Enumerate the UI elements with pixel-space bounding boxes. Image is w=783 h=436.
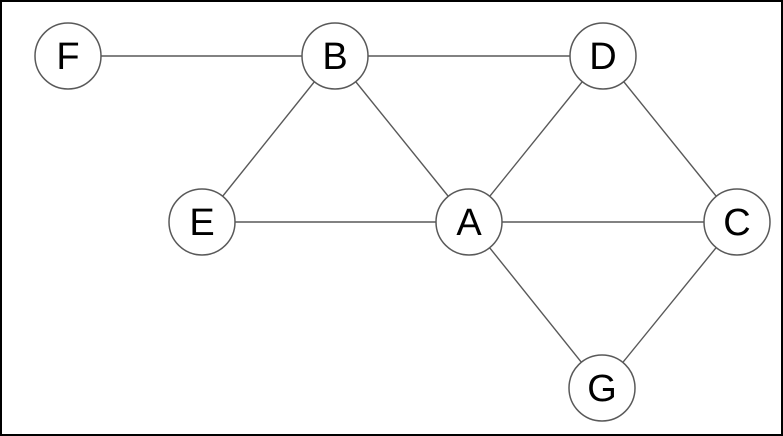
edge-D-A [468, 55, 604, 223]
edge-B-E [201, 55, 336, 223]
graph-node-B: B [301, 22, 369, 90]
graph-node-D: D [569, 22, 637, 90]
edge-D-C [602, 55, 738, 223]
edge-B-A [334, 55, 470, 223]
edge-C-G [601, 221, 738, 389]
node-circle-C [703, 188, 771, 256]
graph-node-A: A [435, 188, 503, 256]
graph-node-C: C [703, 188, 771, 256]
graph-node-G: G [568, 354, 636, 422]
graph-node-E: E [168, 188, 236, 256]
edge-A-G [468, 221, 603, 389]
node-circle-B [301, 22, 369, 90]
node-circle-F [34, 22, 102, 90]
graph-node-F: F [34, 22, 102, 90]
node-circle-G [568, 354, 636, 422]
node-circle-E [168, 188, 236, 256]
node-circle-A [435, 188, 503, 256]
node-circle-D [569, 22, 637, 90]
